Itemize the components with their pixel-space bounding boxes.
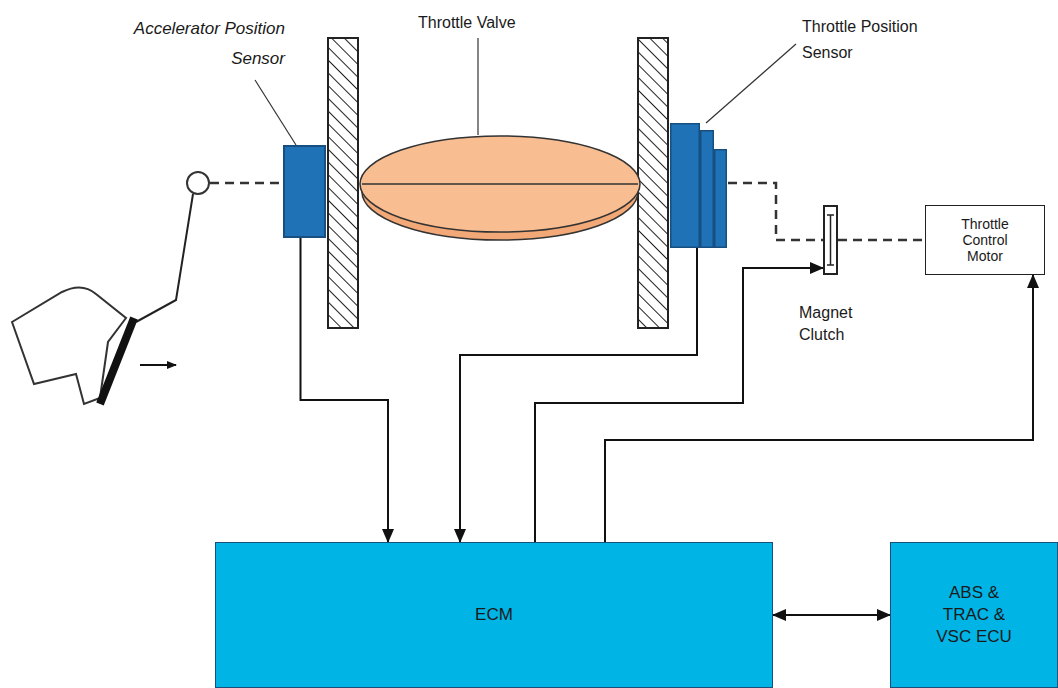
sensor-symbol <box>670 123 728 248</box>
throttle-valve-disc <box>360 136 640 240</box>
part-name: Throttle Valve <box>418 14 516 32</box>
sensor-block: Throttle Position Sensor <box>670 123 728 248</box>
signal-arrow <box>535 268 823 542</box>
sensor-block: Accelerator Position Sensor <box>283 145 326 238</box>
throttle-body-wall <box>328 38 358 328</box>
signal-arrow <box>460 248 697 542</box>
node-label: Throttle Control Motor <box>949 216 1021 264</box>
signal-arrow <box>773 614 890 616</box>
control-module: ECM <box>215 542 773 688</box>
signal-arrow <box>605 275 1033 542</box>
node-label: Throttle Position Sensor <box>802 14 952 66</box>
node-label: ECM <box>475 605 513 625</box>
signal-arrow <box>301 238 389 542</box>
node-label: Magnet Clutch <box>799 302 861 346</box>
node-label: ABS & TRAC & VSC ECU <box>924 582 1024 648</box>
control-module: ABS & TRAC & VSC ECU <box>890 542 1058 688</box>
leader-line <box>255 38 796 145</box>
node-label: Accelerator Position Sensor <box>105 14 285 74</box>
throttle-body-wall <box>638 38 668 328</box>
clutch-symbol <box>825 207 836 273</box>
motor-box: Throttle Control Motor <box>925 205 1045 275</box>
accelerator-pedal <box>12 172 209 404</box>
clutch-symbol: Magnet Clutch <box>823 205 838 275</box>
